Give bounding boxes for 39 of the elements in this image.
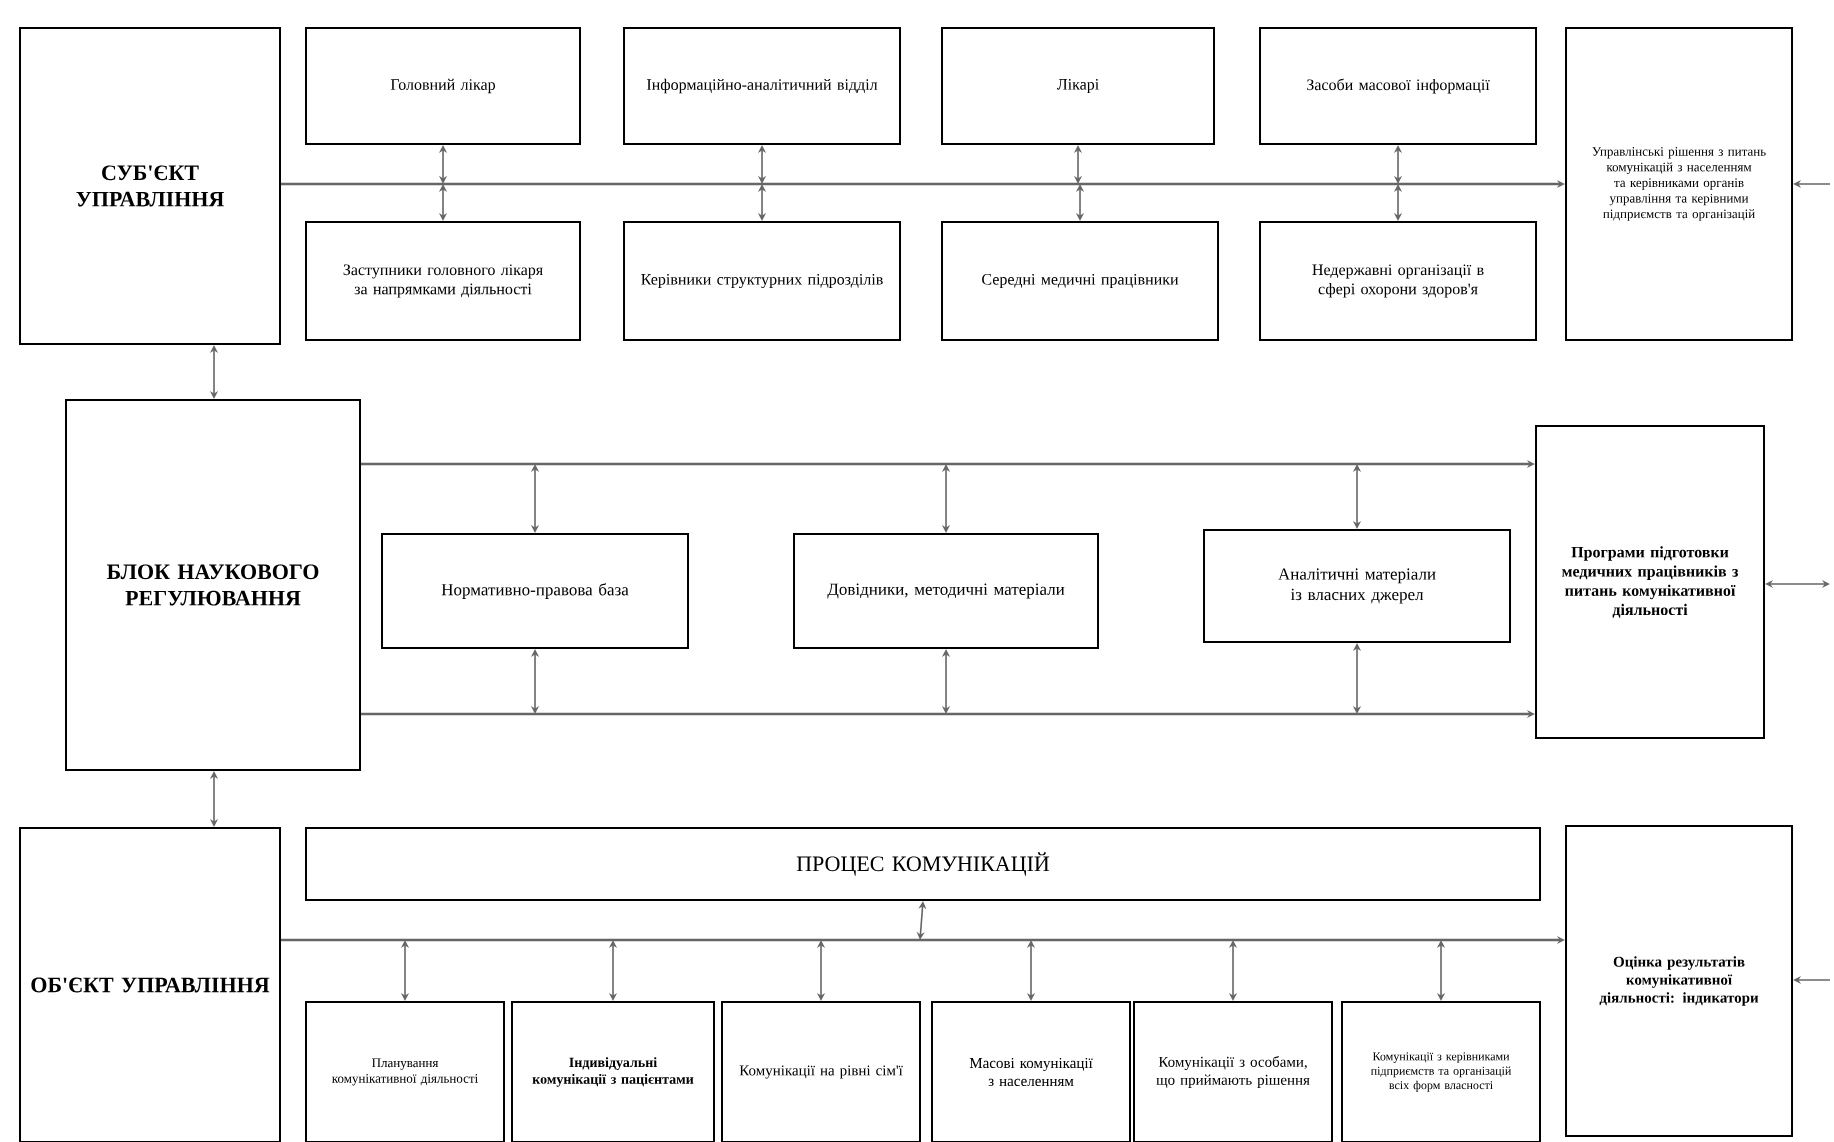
double-arrow xyxy=(1352,464,1362,529)
process-box: Головний лікар xyxy=(305,27,581,145)
process-box: Засоби масової інформації xyxy=(1259,27,1537,145)
double-arrow xyxy=(757,145,767,184)
double-arrow xyxy=(1352,643,1362,714)
process-box: Програми підготовки медичних працівників з питань комунікативної діяльності xyxy=(1535,425,1765,739)
double-arrow xyxy=(209,345,219,399)
process-box: Аналітичні матеріали із власних джерел xyxy=(1203,529,1511,643)
double-arrow xyxy=(757,184,767,221)
double-arrow xyxy=(438,145,448,184)
process-box: Нормативно-правова база xyxy=(381,533,689,649)
process-box: Заступники головного лікаря за напрямками діяльності xyxy=(305,221,581,341)
double-arrow xyxy=(1073,145,1083,184)
double-arrow xyxy=(1436,940,1446,1001)
double-arrow xyxy=(1393,184,1403,221)
double-arrow xyxy=(941,649,951,714)
process-box: Інформаційно-аналітичний відділ xyxy=(623,27,901,145)
double-arrow xyxy=(1228,940,1238,1001)
double-arrow xyxy=(1075,184,1085,221)
process-box: Керівники структурних підрозділів xyxy=(623,221,901,341)
process-box: Довідники, методичні матеріали xyxy=(793,533,1099,649)
double-arrow xyxy=(941,464,951,533)
double-arrow xyxy=(608,940,618,1001)
double-arrow xyxy=(400,940,410,1001)
double-arrow xyxy=(438,184,448,221)
double-arrow xyxy=(209,771,219,827)
process-box: Середні медичні працівники xyxy=(941,221,1219,341)
process-box: Лікарі xyxy=(941,27,1215,145)
double-arrow xyxy=(530,464,540,533)
block-box: БЛОК НАУКОВОГО РЕГУЛЮВАННЯ xyxy=(65,399,361,771)
double-arrow xyxy=(1026,940,1036,1001)
double-arrow xyxy=(530,649,540,714)
block-box: СУБ'ЄКТ УПРАВЛІННЯ xyxy=(19,27,281,345)
double-arrow xyxy=(1393,145,1403,184)
double-arrow xyxy=(1765,579,1830,589)
double-arrow xyxy=(816,940,826,1001)
process-box: ПРОЦЕС КОМУНІКАЦІЙ xyxy=(305,827,1541,901)
process-box: Недержавні організації в сфері охорони здоров'я xyxy=(1259,221,1537,341)
block-box: ОБ'ЄКТ УПРАВЛІННЯ xyxy=(19,827,281,1142)
